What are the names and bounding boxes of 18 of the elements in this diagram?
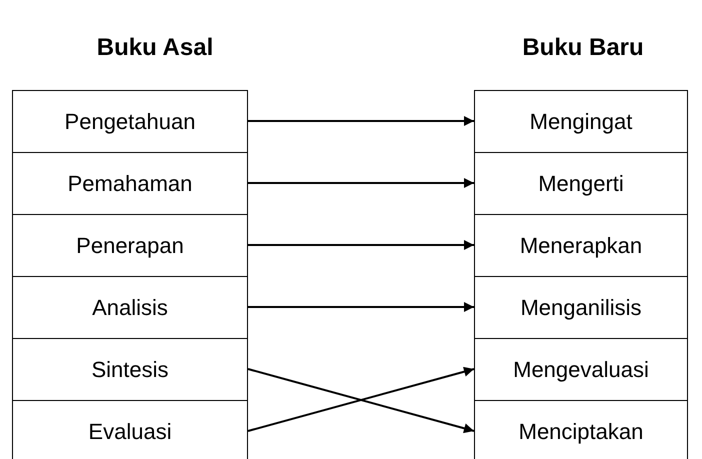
term-box: Mengevaluasi — [474, 338, 688, 401]
term-box: Menganilisis — [474, 276, 688, 339]
arrow — [248, 178, 474, 188]
term-box: Sintesis — [12, 338, 248, 401]
term-box: Analisis — [12, 276, 248, 339]
term-box: Penerapan — [12, 214, 248, 277]
arrow — [248, 302, 474, 312]
term-box: Pemahaman — [12, 152, 248, 215]
term-box: Evaluasi — [12, 400, 248, 459]
term-box: Menciptakan — [474, 400, 688, 459]
term-box: Mengingat — [474, 90, 688, 153]
column-heading: Buku Asal — [96, 34, 214, 62]
term-box: Pengetahuan — [12, 90, 248, 153]
term-box: Mengerti — [474, 152, 688, 215]
arrow — [248, 116, 474, 126]
column-heading: Buku Baru — [522, 34, 644, 62]
term-box: Menerapkan — [474, 214, 688, 277]
arrow — [248, 240, 474, 250]
